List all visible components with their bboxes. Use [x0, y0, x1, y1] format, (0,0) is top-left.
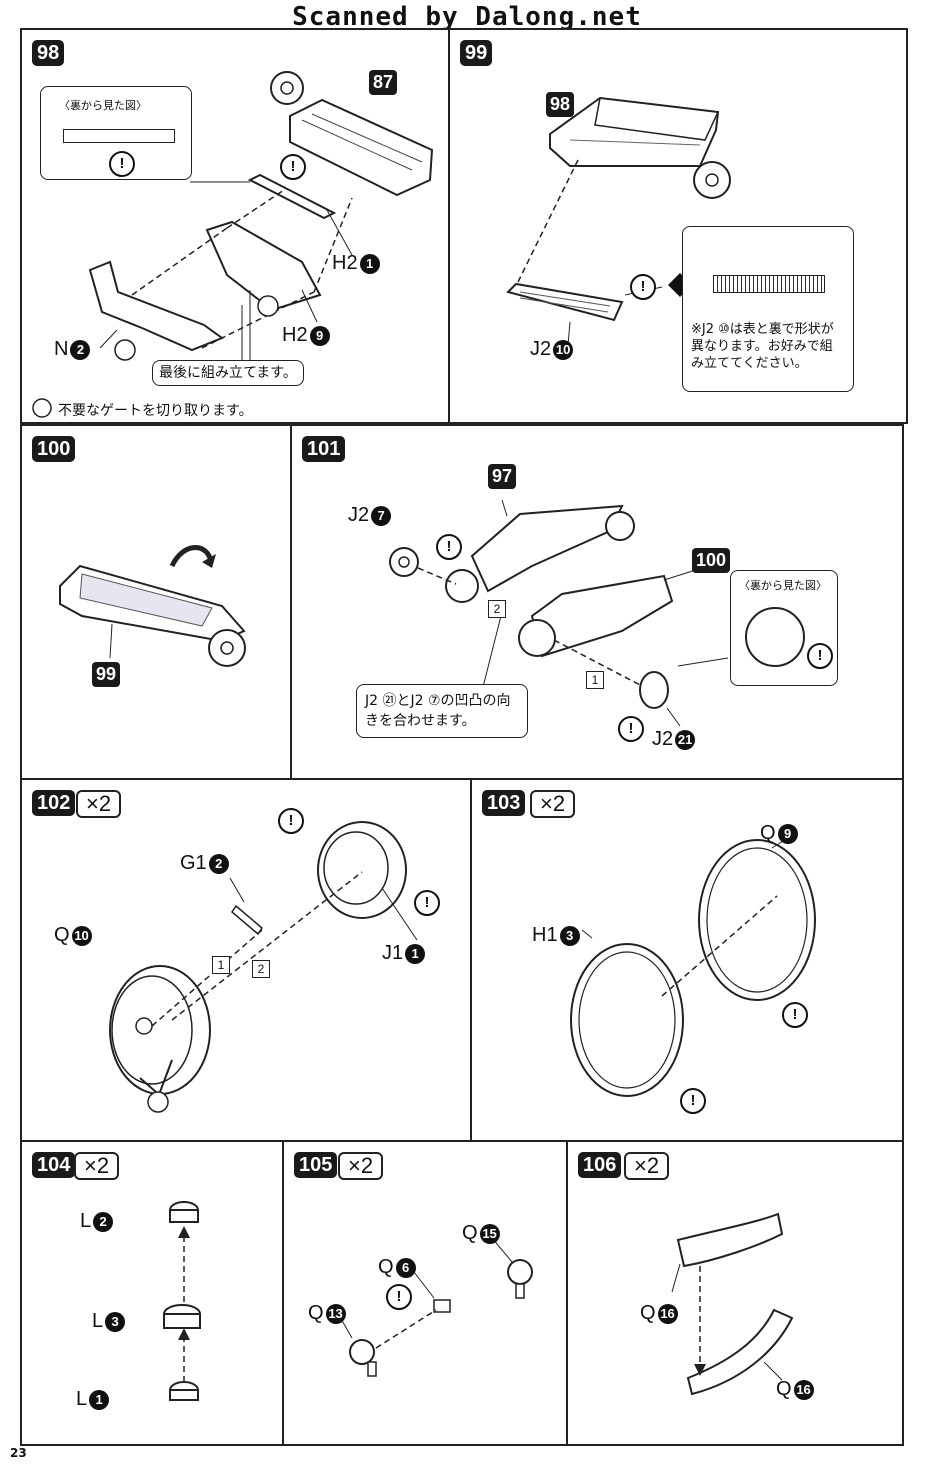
step-number: 104 — [32, 1152, 76, 1178]
back-view-box: 〈裏から見た図〉 ! — [40, 86, 192, 180]
multiplier-badge: ×2 — [624, 1152, 670, 1180]
part-label-87: 87 — [369, 70, 398, 95]
step-number: 98 — [32, 40, 65, 66]
part-label-99: 99 — [92, 662, 121, 687]
page-number: 23 — [10, 1446, 27, 1460]
step-98-drawing — [32, 71, 434, 418]
caution-icon: ! — [436, 534, 462, 560]
sequence-2: 2 — [488, 600, 506, 618]
caution-icon: ! — [386, 1284, 412, 1310]
j2-note-box: ※J2 ⑩は表と裏で形状が異なります。お好みで組み立ててください。 — [682, 226, 854, 392]
step-101-drawing — [389, 499, 729, 727]
step-number: 101 — [302, 436, 346, 462]
back-view-part — [63, 129, 175, 143]
step-105-drawing — [335, 1237, 533, 1377]
step-number: 105 — [294, 1152, 338, 1178]
orientation-note: J2 ㉑とJ2 ⑦の凹凸の向きを合わせます。 — [356, 684, 528, 738]
part-label-98: 98 — [546, 92, 575, 117]
j2-note-text: ※J2 ⑩は表と裏で形状が異なります。お好みで組み立ててください。 — [691, 322, 834, 371]
multiplier-badge: ×2 — [74, 1152, 120, 1180]
caution-icon: ! — [680, 1088, 706, 1114]
step-100-drawing — [59, 545, 246, 667]
multiplier-badge: ×2 — [338, 1152, 384, 1180]
step-103-drawing — [570, 837, 816, 1097]
step-102-drawing — [109, 821, 418, 1113]
sequence-2: 2 — [252, 960, 270, 978]
step-number: 106 — [578, 1152, 622, 1178]
assemble-last-note: 最後に組み立てます。 — [152, 360, 304, 386]
back-view-title: 〈裏から見た図〉 — [739, 579, 827, 592]
caution-icon: ! — [278, 808, 304, 834]
step-number: 102 — [32, 790, 76, 816]
step-number: 103 — [482, 790, 526, 816]
step-number: 99 — [460, 40, 493, 66]
sequence-1: 1 — [212, 956, 230, 974]
caution-icon: ! — [782, 1002, 808, 1028]
caution-icon: ! — [630, 274, 656, 300]
part-label-100: 100 — [692, 548, 731, 573]
caution-icon: ! — [807, 643, 833, 669]
sequence-1: 1 — [586, 671, 604, 689]
caution-icon: ! — [280, 154, 306, 180]
j2-plate-illustration — [713, 275, 825, 293]
caution-icon: ! — [414, 890, 440, 916]
back-view-box: 〈裏から見た図〉 ! — [730, 570, 838, 686]
caution-icon: ! — [618, 716, 644, 742]
watermark: Scanned by Dalong.net — [0, 2, 934, 34]
step-106-drawing — [671, 1212, 794, 1396]
back-view-title: 〈裏から見た図〉 — [59, 99, 147, 112]
step-104-drawing — [163, 1201, 201, 1401]
step-number: 100 — [32, 436, 76, 462]
part-label-97: 97 — [488, 464, 517, 489]
step-100-panel: 100 99 — [20, 424, 292, 780]
gate-note: 不要なゲートを切り取ります。 — [58, 403, 253, 419]
caution-icon: ! — [109, 151, 135, 177]
multiplier-badge: ×2 — [76, 790, 122, 818]
multiplier-badge: ×2 — [530, 790, 576, 818]
back-view-disc — [745, 607, 805, 667]
